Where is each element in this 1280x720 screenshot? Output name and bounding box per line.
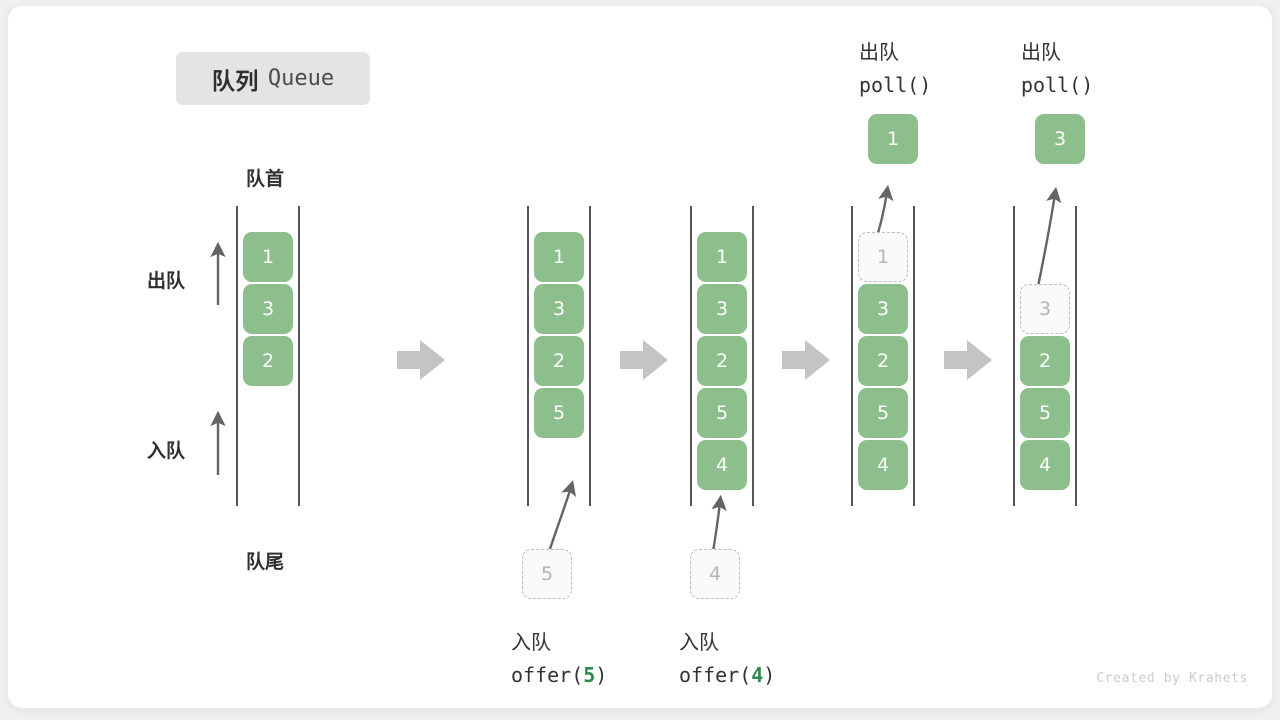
stage-offer-4-incoming-ghost: 4 [690,549,740,599]
dequeue-direction-label: 出队 [147,271,186,292]
stage-offer-5-rail-right [589,206,591,506]
stage-poll-1-cell-2: 2 [858,336,908,386]
stage-poll-1-rail-right [913,206,915,506]
stage-initial-rail-right [298,206,300,506]
stage-offer-5-code-prefix: offer( [511,663,584,687]
stage-poll-3-cell-1: 3 [1020,284,1070,334]
stage-offer-4-cell-2: 2 [697,336,747,386]
step-arrow-3 [782,340,830,380]
stage-offer-5-rail-left [527,206,529,506]
stage-poll-1-outgoing-cell: 1 [868,114,918,164]
stage-poll-3-rail-left [1013,206,1015,506]
stage-poll-1-cell-4: 4 [858,440,908,490]
stage-initial-cell-2: 2 [243,336,293,386]
diagram-card: 队列 Queue [8,6,1272,708]
stage-poll-1-cell-3: 5 [858,388,908,438]
stage-poll-3-label-code: poll() [1021,73,1094,97]
stage-poll-3-outgoing-cell: 3 [1035,114,1085,164]
stage-offer-4-caption-cn: 入队 [679,632,719,654]
stage-offer-4-cell-3: 5 [697,388,747,438]
stage-offer-5-cell-0: 1 [534,232,584,282]
step-arrow-2 [620,340,668,380]
stage-poll-1-label-cn: 出队 [859,42,899,64]
stage-poll-3-cell-3: 5 [1020,388,1070,438]
stage-offer-4-cell-0: 1 [697,232,747,282]
stage-initial-cell-0: 1 [243,232,293,282]
stage-offer-4-code-prefix: offer( [679,663,752,687]
step-arrow-4 [944,340,992,380]
stage-poll-1-cell-1: 3 [858,284,908,334]
stage-offer-5-cell-1: 3 [534,284,584,334]
stage-offer-5-caption-code: offer(5) [511,663,607,687]
diagram-title-en: Queue [267,66,335,91]
stage-poll-3-rail-right [1075,206,1077,506]
diagram-title-chip: 队列 Queue [176,52,370,105]
stage-offer-5-code-num: 5 [583,663,596,687]
stage-offer-4-cell-1: 3 [697,284,747,334]
step-arrow-1 [397,340,445,380]
stage-offer-4-code-suffix: ) [763,663,776,687]
stage-offer-5-incoming-ghost: 5 [522,549,572,599]
credit-text: Created by Krahets [1096,671,1248,686]
stage-offer-4-caption-code: offer(4) [679,663,775,687]
stage-poll-1-label-code: poll() [859,73,932,97]
stage-offer-5-cell-2: 2 [534,336,584,386]
stage-offer-4-cell-4: 4 [697,440,747,490]
diagram-title-cn: 队列 [211,67,259,94]
stage-offer-5-caption-cn: 入队 [511,632,551,654]
stage-poll-1-rail-left [851,206,853,506]
queue-head-label: 队首 [246,169,285,190]
stage-offer-4-rail-left [690,206,692,506]
stage-initial-cell-1: 3 [243,284,293,334]
enqueue-direction-label: 入队 [147,441,186,462]
stage-poll-3-label-cn: 出队 [1021,42,1061,64]
stage-poll-1-cell-0: 1 [858,232,908,282]
arrow-overlay [210,184,1062,559]
stage-initial-rail-left [236,206,238,506]
stage-poll-3-cell-4: 4 [1020,440,1070,490]
stage-poll-3-cell-2: 2 [1020,336,1070,386]
queue-tail-label: 队尾 [246,552,285,573]
stage-offer-4-rail-right [752,206,754,506]
stage-offer-5-code-suffix: ) [595,663,608,687]
stage-offer-4-code-num: 4 [751,663,764,687]
stage-offer-5-cell-3: 5 [534,388,584,438]
